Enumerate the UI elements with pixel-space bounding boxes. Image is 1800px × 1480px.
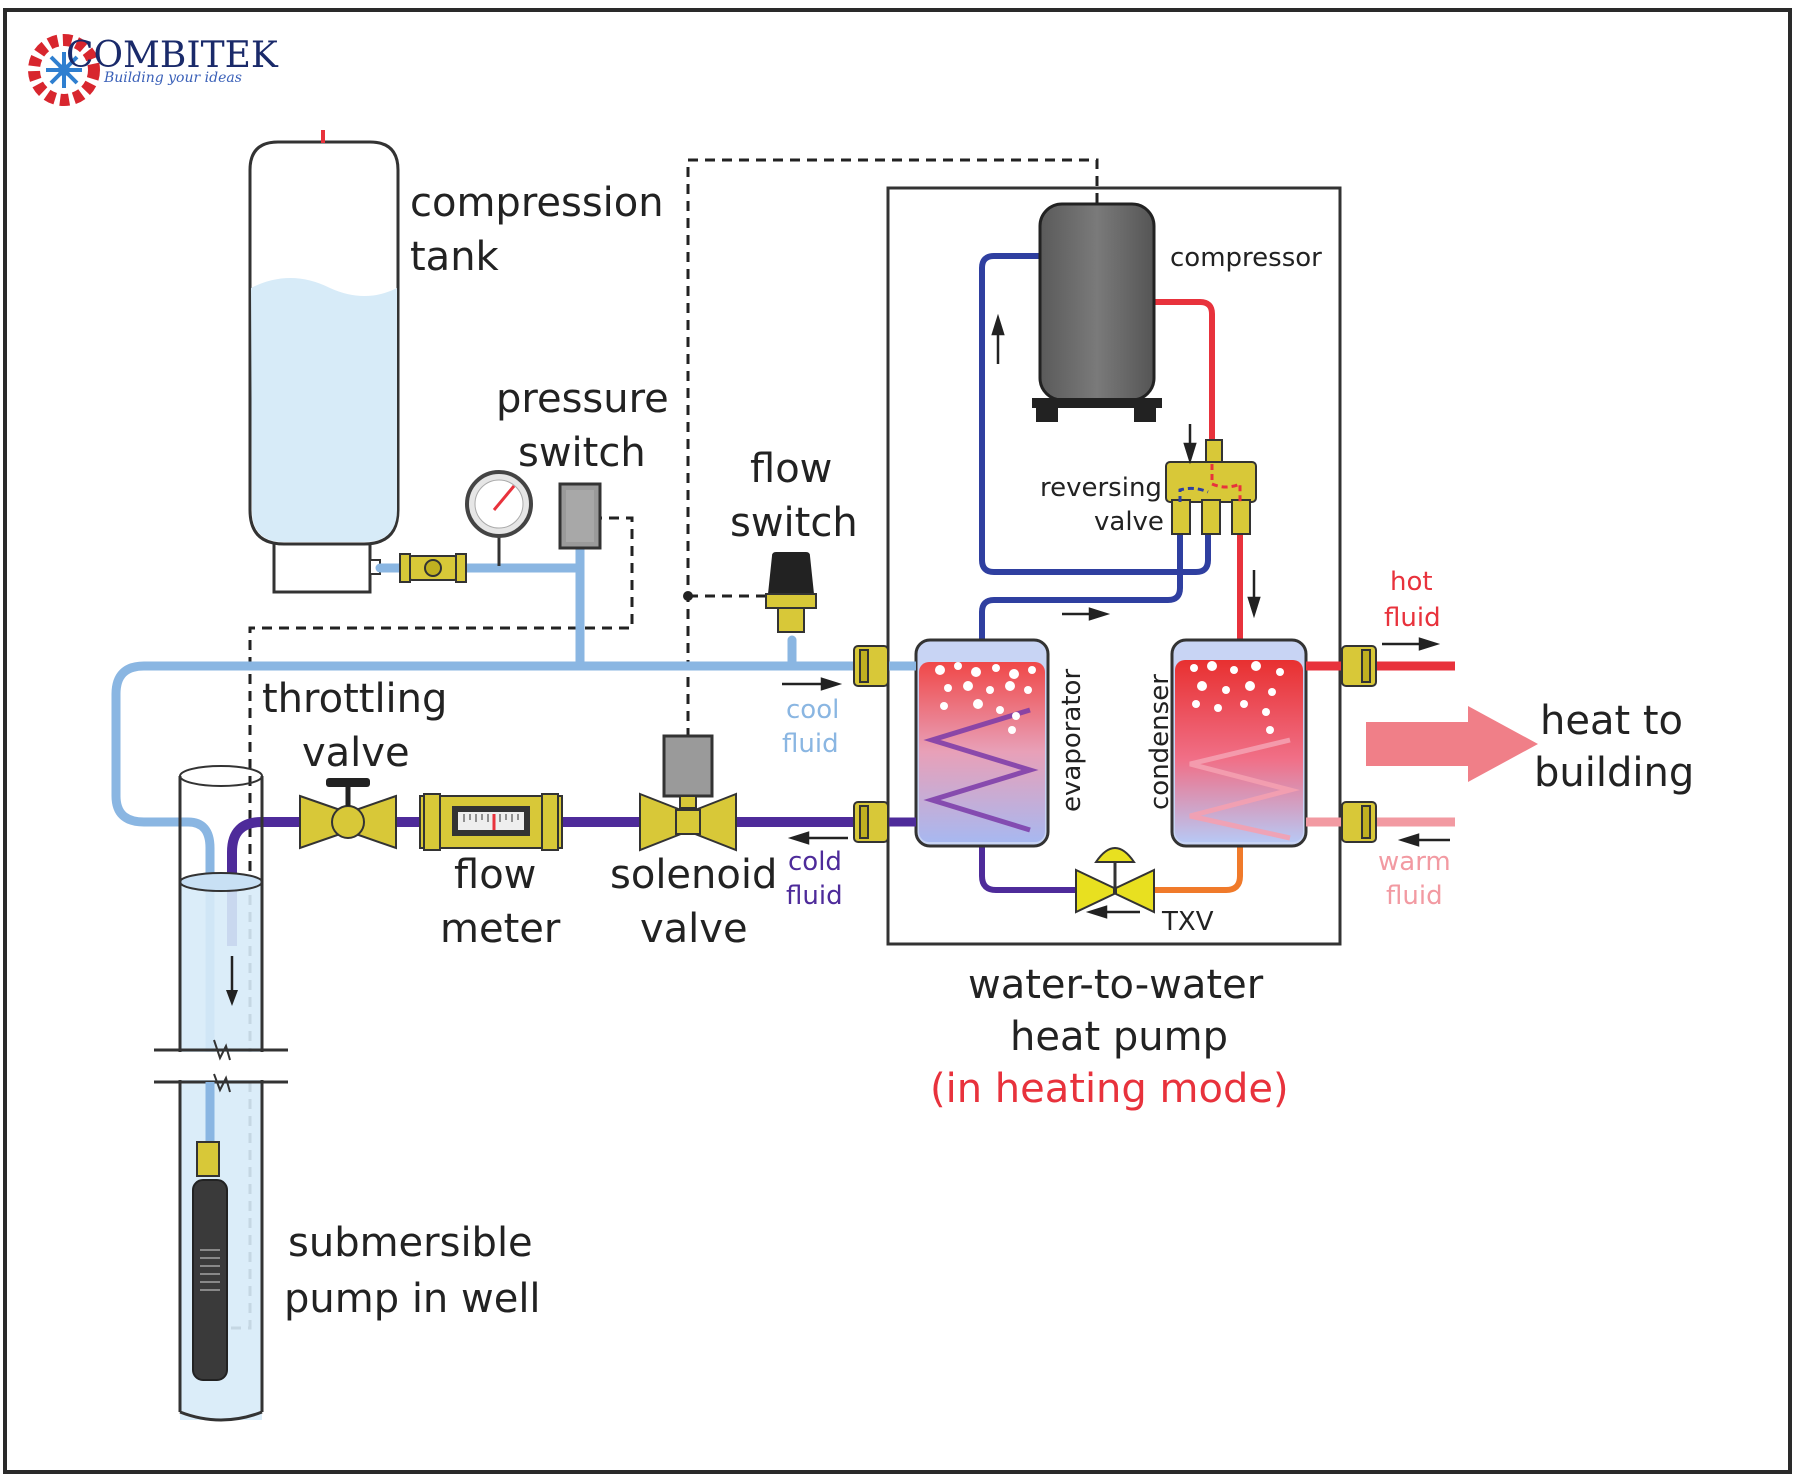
flow-meter-label-2: meter <box>440 906 561 952</box>
down-arrow-icon <box>1183 424 1197 465</box>
flow-direction-arrows <box>782 313 1450 919</box>
cold-fluid-label-1: cold <box>788 847 842 877</box>
refrigerant-lines <box>979 253 1243 893</box>
left-arrow-icon <box>1085 905 1140 919</box>
combitek-logo: COMBITEK Building your ideas <box>28 34 279 106</box>
hot-fluid-label-2: fluid <box>1384 603 1441 633</box>
condenser <box>1170 638 1308 848</box>
pressure-switch-label-1: pressure <box>496 376 669 422</box>
heating-mode-label: (in heating mode) <box>930 1066 1289 1112</box>
throttling-valve-label-2: valve <box>302 730 410 776</box>
up-arrow-icon <box>991 313 1005 364</box>
submersible-pump-label-2: pump in well <box>284 1276 541 1322</box>
right-arrow-icon <box>782 677 843 691</box>
solenoid-valve-label-1: solenoid <box>610 852 777 898</box>
reversing-valve-label-1: reversing <box>1040 473 1162 503</box>
solenoid-valve <box>639 734 737 852</box>
down-arrow-icon <box>1247 570 1261 619</box>
compressor-label: compressor <box>1170 243 1322 273</box>
reversing-valve <box>1165 439 1257 535</box>
compression-tank-label-2: tank <box>410 234 500 280</box>
cold-fluid-label-2: fluid <box>786 881 843 911</box>
right-arrow-icon <box>1382 637 1441 651</box>
cool-fluid-label-2: fluid <box>782 729 839 759</box>
submersible-pump <box>192 1141 228 1381</box>
flow-meter <box>419 793 563 851</box>
heat-pump-label-1: water-to-water <box>968 962 1264 1008</box>
flow-switch-label-1: flow <box>750 446 832 492</box>
gear-logo-icon <box>28 34 100 106</box>
txv-label: TXV <box>1161 907 1214 937</box>
warm-fluid-label-2: fluid <box>1386 881 1443 911</box>
tank-isolation-valve <box>399 553 467 583</box>
warm-fluid-label-1: warm <box>1378 847 1451 877</box>
condenser-label: condenser <box>1145 674 1175 810</box>
logo-name: COMBITEK <box>66 35 279 76</box>
evaporator-label: evaporator <box>1057 669 1087 812</box>
control-wiring <box>226 158 1099 1330</box>
down-arrow-icon <box>226 956 238 1006</box>
heat-pump-cabinet <box>886 186 1342 946</box>
heat-to-building-arrow-icon <box>1366 706 1538 782</box>
solenoid-valve-label-2: valve <box>640 906 748 952</box>
compressor <box>1032 202 1162 422</box>
right-arrow-icon <box>1062 607 1111 621</box>
left-arrow-icon <box>1397 833 1450 847</box>
throttling-valve-label-1: throttling <box>262 676 447 722</box>
heat-pump-label-2: heat pump <box>1010 1014 1228 1060</box>
cool-fluid-label-1: cool <box>786 695 839 725</box>
throttling-valve <box>299 778 397 850</box>
heat-to-building-label-1: heat to <box>1540 698 1683 744</box>
pressure-switch <box>558 482 602 550</box>
brass-fittings <box>853 645 1377 843</box>
left-arrow-icon <box>787 831 848 845</box>
flow-meter-label-1: flow <box>454 852 536 898</box>
flow-switch-label-2: switch <box>730 500 858 546</box>
submersible-pump-label-1: submersible <box>288 1220 533 1266</box>
compression-tank-label-1: compression <box>410 180 664 226</box>
evaporator <box>914 638 1050 848</box>
pressure-gauge <box>465 470 533 566</box>
reversing-valve-label-2: valve <box>1094 507 1164 537</box>
logo-tagline: Building your ideas <box>103 70 242 86</box>
hot-fluid-label-1: hot <box>1390 567 1433 597</box>
txv-valve <box>1075 847 1155 914</box>
wire-junction <box>683 591 693 601</box>
pressure-switch-label-2: switch <box>518 430 646 476</box>
flow-switch <box>765 552 817 633</box>
heat-to-building-label-2: building <box>1534 750 1694 796</box>
compression-tank <box>248 130 400 594</box>
